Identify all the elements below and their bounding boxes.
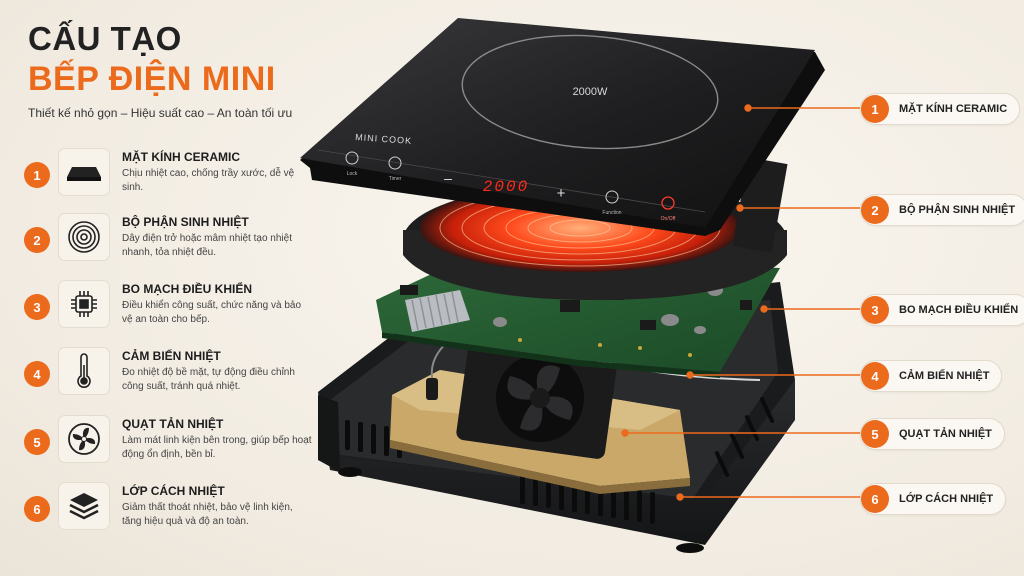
callout-number: 6 — [861, 485, 889, 513]
feature-item-4: 4 CẢM BIẾN NHIỆT Đo nhiệt độ bề mặt, tự … — [24, 347, 314, 407]
callout-label: LỚP CÁCH NHIỆT — [899, 493, 994, 505]
lock-button[interactable] — [345, 151, 359, 165]
cooling-fan — [426, 336, 618, 459]
function-button[interactable] — [605, 190, 619, 204]
callout-label: BỘ PHẬN SINH NHIỆT — [899, 204, 1016, 216]
feature-title: BỘ PHẬN SINH NHIỆT — [122, 215, 249, 229]
feature-desc: Chịu nhiệt cao, chống trầy xước, dễ vệ s… — [122, 168, 295, 193]
feature-title: MẶT KÍNH CERAMIC — [122, 150, 240, 164]
timer-label: Timer — [389, 176, 402, 182]
heatsink — [405, 290, 470, 332]
callout-3: 3 BO MẠCH ĐIỀU KHIỂN — [860, 294, 1024, 326]
glass-plate-icon — [58, 148, 110, 196]
callout-number: 5 — [861, 420, 889, 448]
callout-number: 1 — [861, 95, 889, 123]
brand-label: MINI COOK — [355, 132, 413, 146]
function-label: Function — [602, 210, 621, 216]
subtitle: Thiết kế nhỏ gọn – Hiệu suất cao – An to… — [28, 106, 293, 120]
zone-power-label: 2000W — [573, 86, 608, 98]
minus-button[interactable]: – — [444, 170, 452, 186]
callout-number: 4 — [861, 362, 889, 390]
callout-2: 2 BỘ PHẬN SINH NHIỆT — [860, 194, 1024, 226]
heating-coil-icon — [58, 213, 110, 261]
feature-desc: Điều khiển công suất, chức năng và bảo v… — [122, 300, 302, 325]
power-display: 2000 — [483, 178, 529, 196]
callout-label: CẢM BIẾN NHIỆT — [899, 370, 990, 382]
title-line-1: CẤU TẠO — [28, 20, 182, 57]
lock-label: Lock — [347, 171, 358, 177]
thermometer-icon — [58, 347, 110, 395]
feature-number: 5 — [24, 429, 50, 455]
feature-desc: Làm mát linh kiện bên trong, giúp bếp ho… — [122, 435, 312, 460]
power-button[interactable] — [661, 196, 675, 210]
leader-lines — [621, 104, 860, 501]
timer-button[interactable] — [388, 156, 402, 170]
feature-item-1: 1 MẶT KÍNH CERAMIC Chịu nhiệt cao, chống… — [24, 148, 314, 208]
feature-item-3: 3 BO MẠCH ĐIỀU KHIỂN Điều khiển công suấ… — [24, 280, 314, 340]
feature-number: 6 — [24, 496, 50, 522]
feature-title: CẢM BIẾN NHIỆT — [122, 349, 221, 363]
feature-desc: Giảm thất thoát nhiệt, bảo vệ linh kiện,… — [122, 502, 293, 527]
chip-icon — [58, 280, 110, 328]
callout-1: 1 MẶT KÍNH CERAMIC — [860, 93, 1021, 125]
callout-5: 5 QUẠT TẢN NHIỆT — [860, 418, 1005, 450]
feature-desc: Dây điện trở hoặc mâm nhiệt tạo nhiệt nh… — [122, 233, 292, 258]
callout-6: 6 LỚP CÁCH NHIỆT — [860, 483, 1007, 515]
callout-label: BO MẠCH ĐIỀU KHIỂN — [899, 304, 1019, 316]
feature-item-6: 6 LỚP CÁCH NHIỆT Giảm thất thoát nhiệt, … — [24, 482, 314, 542]
feature-number: 1 — [24, 162, 50, 188]
feature-title: QUẠT TẢN NHIỆT — [122, 417, 224, 431]
plus-button[interactable]: + — [557, 185, 566, 202]
layers-icon — [58, 482, 110, 530]
feature-number: 3 — [24, 294, 50, 320]
feature-item-5: 5 QUẠT TẢN NHIỆT Làm mát linh kiện bên t… — [24, 415, 314, 475]
power-label: On/Off — [661, 216, 676, 222]
callout-label: MẶT KÍNH CERAMIC — [899, 103, 1008, 115]
feature-item-2: 2 BỘ PHẬN SINH NHIỆT Dây điện trở hoặc m… — [24, 213, 314, 273]
title-line-2: BẾP ĐIỆN MINI — [28, 60, 276, 98]
cooking-zone — [461, 34, 719, 150]
feature-desc: Đo nhiệt độ bề mặt, tự động điều chỉnh c… — [122, 367, 295, 392]
feature-title: LỚP CÁCH NHIỆT — [122, 484, 225, 498]
feature-number: 4 — [24, 361, 50, 387]
callout-4: 4 CẢM BIẾN NHIỆT — [860, 360, 1003, 392]
fan-icon — [58, 415, 110, 463]
vent-slots — [345, 397, 775, 524]
callout-number: 2 — [861, 196, 889, 224]
ceramic-glass-top: 2000W MINI COOK Lock Timer – 2000 + Func… — [300, 18, 825, 236]
callout-label: QUẠT TẢN NHIỆT — [899, 428, 992, 440]
callout-number: 3 — [861, 296, 889, 324]
feature-number: 2 — [24, 227, 50, 253]
feature-title: BO MẠCH ĐIỀU KHIỂN — [122, 282, 253, 296]
